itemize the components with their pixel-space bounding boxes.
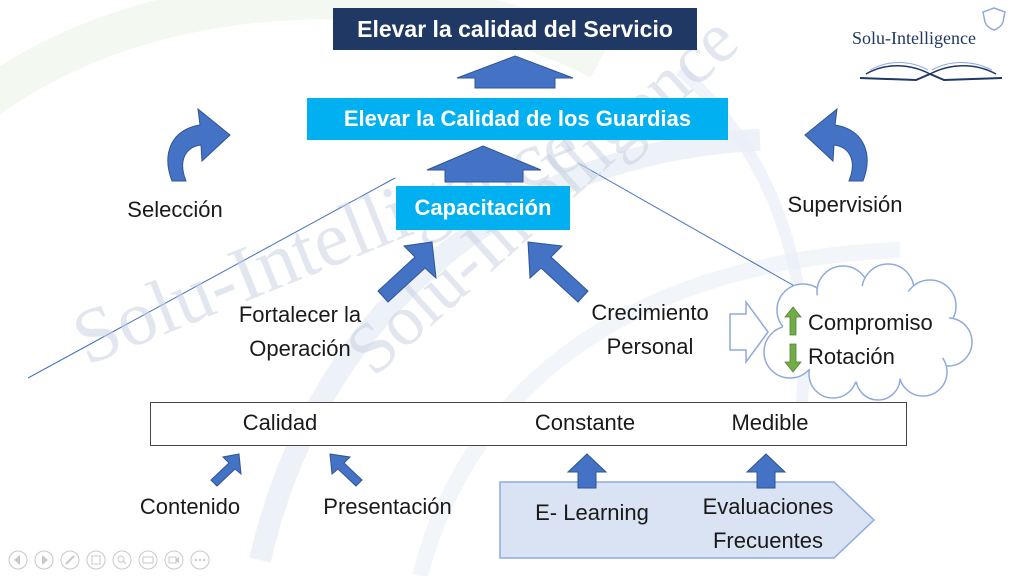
down-arrow-green-icon	[784, 343, 802, 373]
left-guide-line	[27, 177, 396, 379]
left-branch-line-2: Operación	[249, 336, 351, 361]
right-arrow-outline-icon	[729, 300, 769, 364]
up-arrow-icon	[456, 55, 574, 89]
up-arrow-icon	[566, 453, 608, 489]
attribute-medible: Medible	[731, 410, 809, 435]
bottom-panel	[499, 481, 876, 559]
title-box: Elevar la calidad del Servicio	[333, 8, 697, 50]
book-icon	[859, 62, 1003, 82]
left-side-label: Selección	[127, 197, 223, 222]
attribute-calidad: Calidad	[242, 410, 318, 435]
core-box: Capacitación	[396, 186, 570, 230]
curved-arrow-icon	[167, 107, 231, 182]
right-branch-line-1: Crecimiento	[591, 300, 709, 325]
evaluaciones-line-1: Evaluaciones	[702, 494, 834, 519]
pen-icon[interactable]	[60, 550, 80, 570]
evaluaciones-line-2: Frecuentes	[712, 528, 824, 553]
next-icon[interactable]	[34, 550, 54, 570]
attributes-bar	[150, 402, 907, 446]
cloud-item-compromiso: Compromiso	[808, 310, 933, 335]
diagonal-arrow-icon	[527, 241, 589, 303]
bottom-elearning: E- Learning	[535, 500, 649, 525]
up-arrow-green-icon	[784, 306, 802, 336]
logo-text: Solu-Intelligence	[852, 28, 976, 48]
bottom-presentacion: Presentación	[323, 494, 452, 519]
subtitles-icon[interactable]	[138, 550, 158, 570]
up-arrow-icon	[426, 145, 542, 183]
previous-icon[interactable]	[8, 550, 28, 570]
left-branch-label: Fortalecer la Operación	[210, 298, 390, 366]
more-icon[interactable]	[190, 550, 210, 570]
diagonal-arrow-icon	[329, 453, 363, 487]
left-branch-line-1: Fortalecer la	[238, 302, 362, 327]
right-guide-line	[577, 162, 806, 293]
attribute-constante: Constante	[534, 410, 636, 435]
subtitle-box: Elevar la Calidad de los Guardias	[307, 98, 728, 140]
presentation-toolbar	[8, 550, 210, 572]
up-arrow-icon	[745, 453, 787, 489]
curved-arrow-icon	[804, 107, 868, 182]
logo: Solu-Intelligence	[848, 6, 1014, 86]
diagonal-arrow-icon	[210, 453, 242, 487]
right-side-label: Supervisión	[787, 192, 903, 217]
right-branch-label: Crecimiento Personal	[565, 296, 735, 364]
slides-icon[interactable]	[86, 550, 106, 570]
right-branch-line-2: Personal	[606, 334, 694, 359]
bottom-contenido: Contenido	[139, 494, 241, 519]
cloud-item-rotacion: Rotación	[808, 344, 895, 369]
zoom-icon[interactable]	[112, 550, 132, 570]
bottom-evaluaciones: Evaluaciones Frecuentes	[680, 490, 856, 558]
camera-icon[interactable]	[164, 550, 184, 570]
diagonal-arrow-icon	[377, 241, 437, 303]
shield-icon	[982, 7, 1006, 31]
